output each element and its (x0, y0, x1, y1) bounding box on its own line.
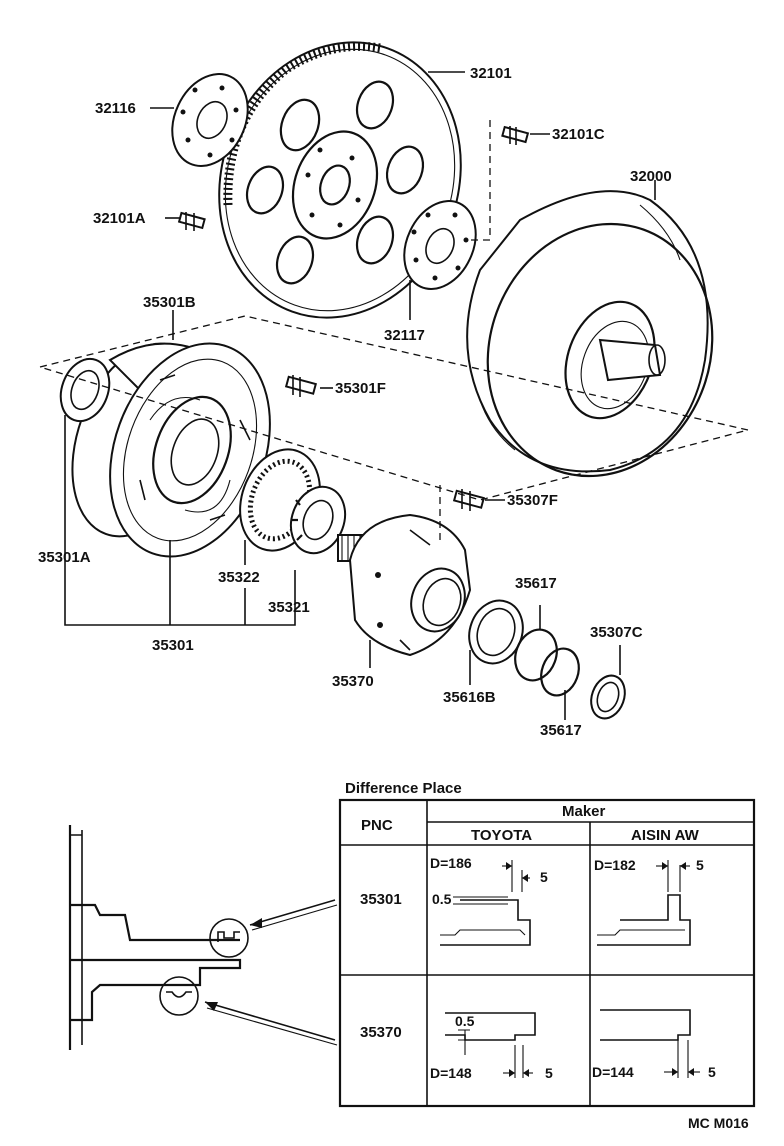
r2-aisin-d: D=144 (592, 1064, 634, 1080)
label-32101c: 32101C (552, 126, 605, 143)
r2-aisin-5: 5 (708, 1064, 716, 1080)
plate-32117 (403, 200, 477, 290)
figure-code: MC M016 (688, 1115, 749, 1131)
leader-lines (64, 71, 656, 720)
label-35301a: 35301A (38, 549, 91, 566)
label-35307f: 35307F (507, 492, 558, 509)
r2-toyota-5: 5 (545, 1065, 553, 1081)
col-maker: Maker (562, 803, 606, 820)
r2-toyota-05: 0.5 (455, 1013, 475, 1029)
label-32116: 32116 (95, 100, 136, 117)
seal-ring-35617 (514, 628, 580, 697)
torque-converter-32000 (466, 190, 714, 478)
label-35307c: 35307C (590, 624, 643, 641)
label-35301b: 35301B (143, 294, 196, 311)
bolt-32101c (501, 125, 530, 145)
cross-section-view (68, 825, 338, 1050)
label-35616b: 35616B (443, 689, 496, 706)
bolt-35307f (452, 489, 486, 511)
label-35617-top: 35617 (515, 575, 557, 592)
oil-seal-35301a (59, 357, 111, 423)
drive-gear-35321 (289, 485, 347, 555)
r1-toyota-d: D=186 (430, 855, 472, 871)
label-32101a: 32101A (93, 210, 146, 227)
plate-32116 (171, 73, 249, 167)
bolt-35301f (284, 375, 318, 397)
r1-aisin-d: D=182 (594, 857, 636, 873)
col-aisin-aw: AISIN AW (631, 827, 700, 844)
col-pnc: PNC (361, 817, 393, 834)
row1-pnc: 35301 (360, 891, 402, 908)
oil-pump-body-35301 (71, 342, 271, 558)
assembly-lines (37, 120, 749, 540)
label-32000: 32000 (630, 168, 672, 185)
table-title: Difference Place (345, 780, 462, 797)
label-35301f: 35301F (335, 380, 386, 397)
label-35321: 35321 (268, 599, 310, 616)
label-35301: 35301 (152, 637, 194, 654)
label-32117: 32117 (384, 327, 425, 344)
bush-35307c (590, 674, 626, 720)
difference-table: Difference Place Maker PNC TOYOTA AISIN … (338, 780, 756, 1108)
label-35322: 35322 (218, 569, 260, 586)
r1-toyota-5: 5 (540, 869, 548, 885)
stator-support-35370 (337, 513, 472, 657)
bolt-32101a (177, 211, 206, 231)
row2-pnc: 35370 (360, 1024, 402, 1041)
label-35617-bottom: 35617 (540, 722, 582, 739)
label-35370: 35370 (332, 673, 374, 690)
thrust-washer-35616b (468, 599, 524, 665)
r1-aisin-5: 5 (696, 857, 704, 873)
drive-plate-32101 (218, 41, 462, 319)
label-32101: 32101 (470, 65, 512, 82)
r2-toyota-d: D=148 (430, 1065, 472, 1081)
col-toyota: TOYOTA (471, 827, 532, 844)
r1-toyota-05: 0.5 (432, 891, 452, 907)
